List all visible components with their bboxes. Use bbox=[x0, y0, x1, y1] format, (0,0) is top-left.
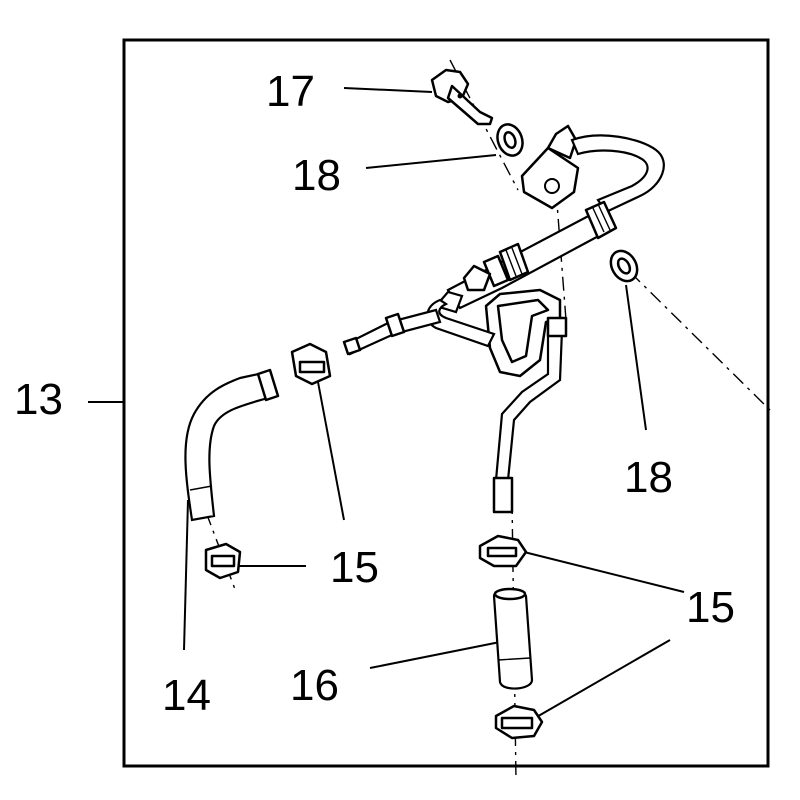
callout-13: 13 bbox=[14, 375, 63, 424]
clamp-part-15-right-lower bbox=[494, 704, 544, 740]
callout-17: 17 bbox=[266, 67, 315, 116]
vertical-fuel-line bbox=[492, 316, 568, 514]
bolt-part-17 bbox=[430, 68, 494, 126]
leader-lines bbox=[88, 87, 685, 723]
callout-15-left: 15 bbox=[330, 543, 379, 592]
leader-15b-2 bbox=[527, 639, 671, 723]
leader-15a-2 bbox=[317, 381, 345, 521]
callout-14: 14 bbox=[162, 671, 211, 720]
washer-part-18a bbox=[496, 123, 524, 157]
callout-16: 16 bbox=[290, 661, 339, 710]
leader-17 bbox=[343, 87, 433, 93]
hose-part-14 bbox=[184, 368, 280, 522]
clamp-part-15-left bbox=[290, 342, 332, 386]
fuel-line bbox=[342, 290, 496, 356]
callout-15-right: 15 bbox=[686, 583, 735, 632]
clamp-part-15-left-lower bbox=[204, 542, 242, 580]
hose-part-16 bbox=[492, 587, 534, 690]
leader-15b-1 bbox=[519, 550, 685, 593]
clamp-part-15-right bbox=[478, 534, 528, 568]
leader-18a bbox=[365, 154, 497, 169]
callout-18-lower: 18 bbox=[624, 453, 673, 502]
callout-18-upper: 18 bbox=[292, 151, 341, 200]
mounting-bracket bbox=[462, 264, 562, 378]
leader-18b bbox=[625, 284, 647, 431]
washer-part-18b bbox=[609, 249, 639, 283]
leader-16 bbox=[369, 641, 501, 669]
upper-fuel-pipe bbox=[570, 134, 665, 214]
leader-14 bbox=[183, 499, 189, 651]
banjo-fitting bbox=[520, 124, 580, 210]
callout-labels: 13 14 15 15 16 17 18 18 bbox=[14, 67, 735, 720]
